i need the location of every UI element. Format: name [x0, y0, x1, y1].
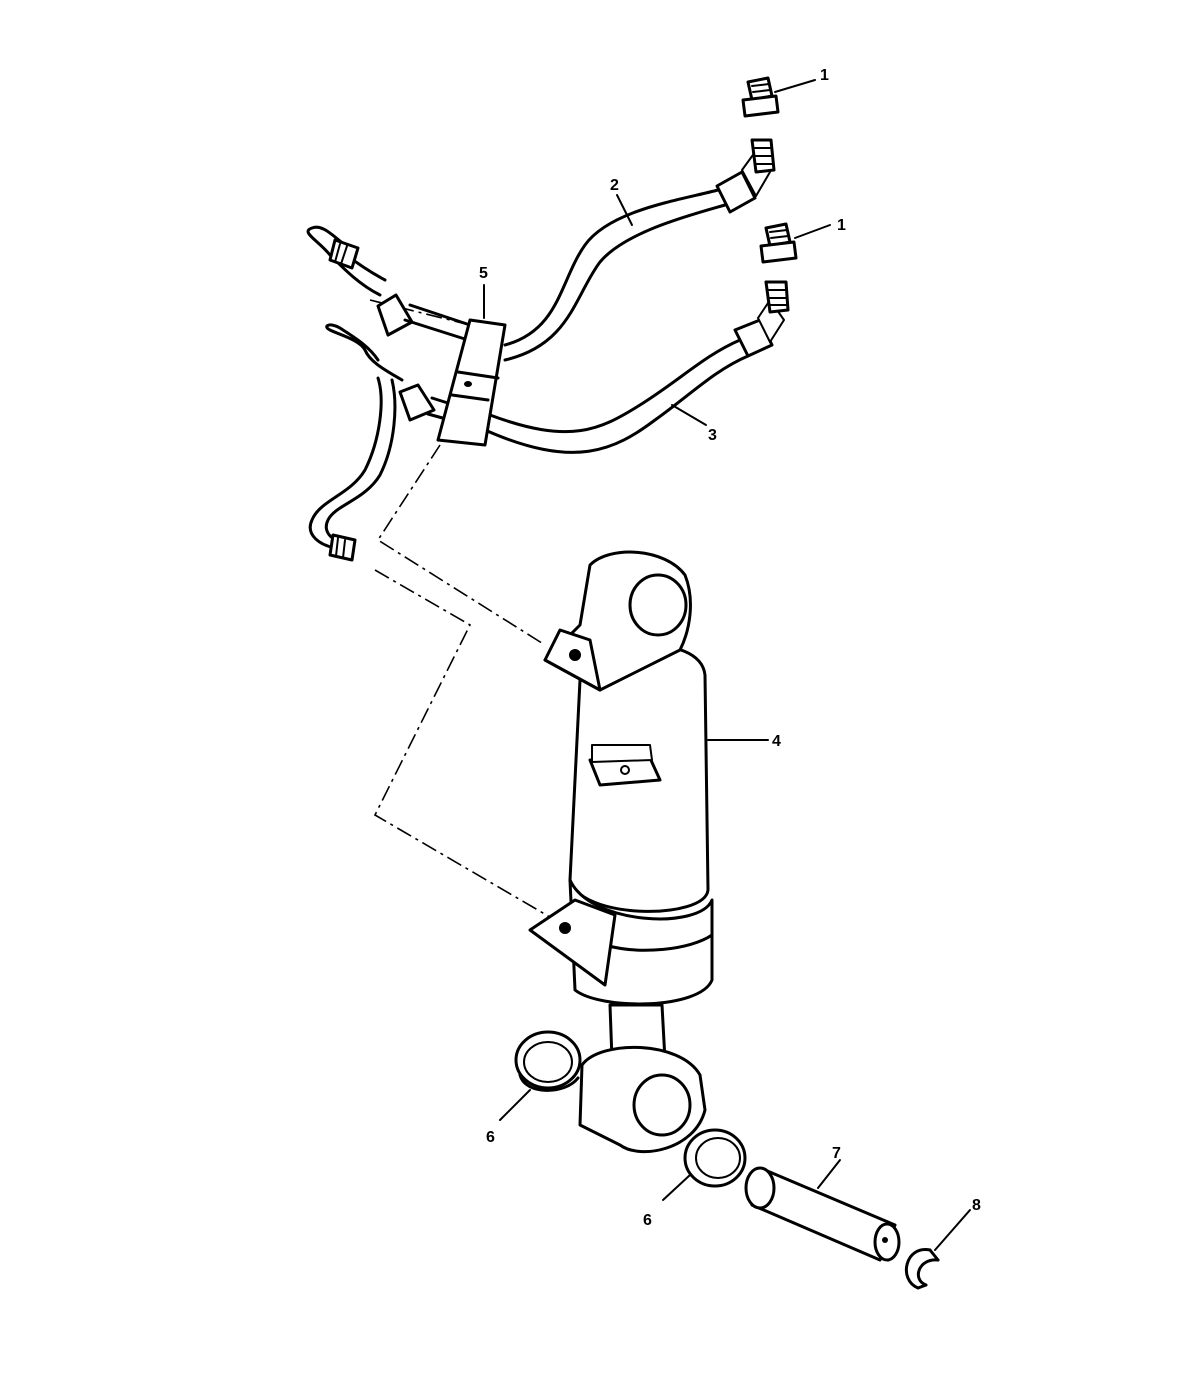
callout-6b: 6	[643, 1212, 652, 1229]
callout-3: 3	[708, 427, 717, 444]
steel-tube-upper	[306, 225, 387, 297]
bushing-left	[514, 1030, 582, 1092]
assembly-guide-lines	[369, 299, 556, 921]
callout-labels: 1 1 2 3 4 5 6 6 7 8	[479, 67, 981, 1229]
callout-2: 2	[610, 177, 619, 194]
hose-clamp	[436, 318, 507, 447]
callout-7: 7	[832, 1145, 841, 1162]
callout-1b: 1	[837, 217, 846, 234]
retaining-ring	[904, 1248, 940, 1290]
fitting-cap-top	[741, 76, 780, 118]
steel-tube-lower	[308, 323, 404, 562]
hydraulic-hose-upper	[376, 138, 776, 362]
callout-8: 8	[972, 1197, 981, 1214]
callout-5: 5	[479, 265, 488, 282]
bushing-right	[683, 1128, 747, 1188]
callout-6a: 6	[486, 1129, 495, 1146]
callout-1a: 1	[820, 67, 829, 84]
callout-4: 4	[772, 733, 781, 750]
pivot-pin	[744, 1166, 901, 1262]
fitting-cap-middle	[759, 222, 798, 264]
hydraulic-cylinder	[528, 550, 714, 1153]
leader-lines	[483, 79, 971, 1251]
